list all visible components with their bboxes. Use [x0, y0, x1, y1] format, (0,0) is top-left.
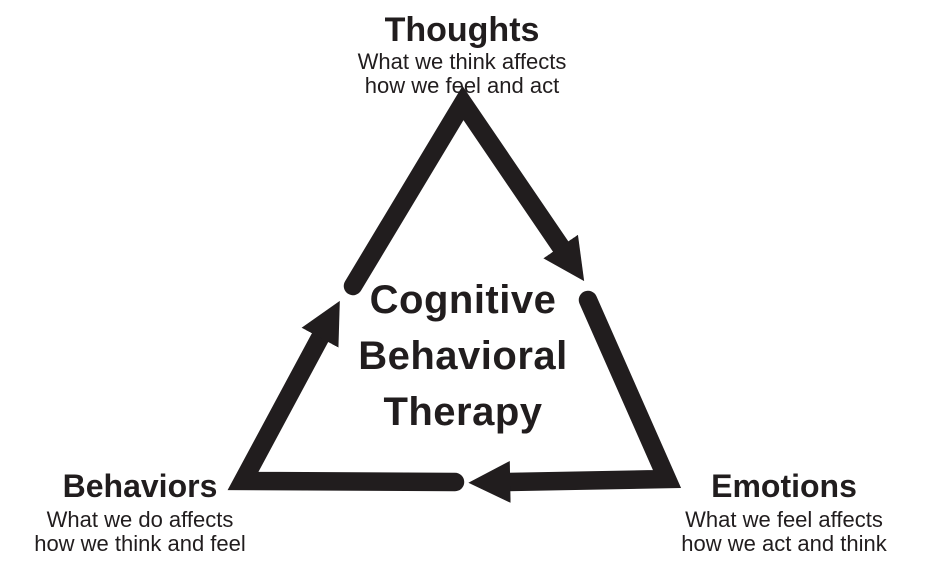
behaviors-desc: What we do affects how we think and feel [0, 508, 280, 556]
center-label-line-1: Cognitive [369, 278, 557, 322]
behaviors-desc-line-2: how we think and feel [34, 531, 246, 556]
thoughts-title: Thoughts [384, 11, 540, 49]
node-emotions: Emotions What we feel affects how we act… [644, 468, 924, 556]
emotions-title: Emotions [711, 468, 857, 504]
node-behaviors: Behaviors What we do affects how we thin… [0, 468, 280, 556]
emotions-desc-line-1: What we feel affects [685, 507, 883, 532]
center-label-line-2: Behavioral [358, 334, 568, 378]
center-label: Cognitive Behavioral Therapy [288, 272, 638, 440]
emotions-desc-line-2: how we act and think [681, 531, 887, 556]
node-thoughts: Thoughts What we think affects how we fe… [292, 10, 632, 98]
arrow-emotions-to-behaviors [468, 290, 682, 503]
thoughts-desc-line-1: What we think affects [357, 49, 567, 74]
emotions-desc: What we feel affects how we act and thin… [644, 508, 924, 556]
thoughts-desc-line-2: how we feel and act [364, 73, 560, 98]
center-label-line-3: Therapy [383, 390, 543, 434]
behaviors-desc-line-1: What we do affects [46, 507, 234, 532]
arrow-thoughts-to-emotions [343, 85, 585, 296]
thoughts-desc: What we think affects how we feel and ac… [292, 50, 632, 98]
arrow-behaviors-to-thoughts [227, 300, 465, 492]
behaviors-title: Behaviors [62, 468, 218, 504]
